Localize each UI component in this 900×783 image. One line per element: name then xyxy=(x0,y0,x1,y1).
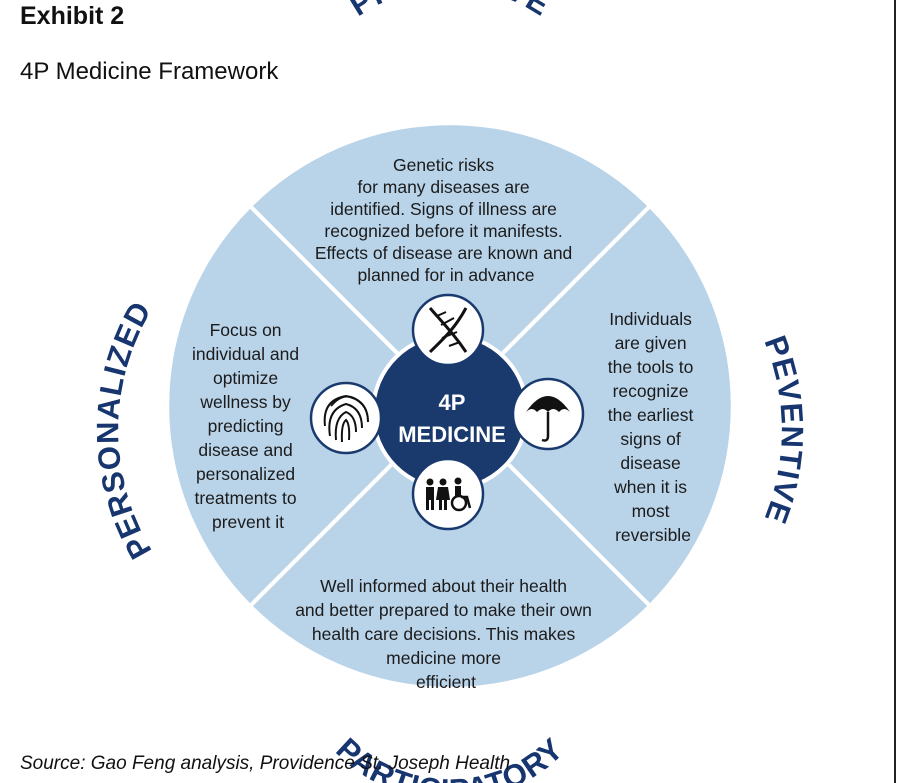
participatory-line: efficient xyxy=(416,672,476,692)
exhibit-label: Exhibit 2 xyxy=(20,2,125,30)
participatory-line: medicine more xyxy=(386,648,501,668)
center-label-line2: MEDICINE xyxy=(398,422,506,447)
predictive-line: recognized before it manifests. xyxy=(324,221,562,241)
preventive-line: when it is xyxy=(613,477,687,497)
preventive-line: signs of xyxy=(620,429,680,449)
predictive-line: planned for in advance xyxy=(357,265,534,285)
fingerprint-icon xyxy=(309,381,383,455)
segment-preventive xyxy=(447,203,735,609)
preventive-line: are given xyxy=(615,333,687,353)
personalized-line: personalized xyxy=(196,464,295,484)
personalized-line: optimize xyxy=(213,368,278,388)
dna-icon xyxy=(411,293,485,367)
preventive-line: the earliest xyxy=(608,405,694,425)
preventive-line: the tools to xyxy=(608,357,694,377)
personalized-line: predicting xyxy=(208,416,284,436)
personalized-line: Focus on xyxy=(210,320,282,340)
personalized-label: PERSONALIZED xyxy=(90,295,158,565)
center-label-line1: 4P xyxy=(439,390,466,415)
personalized-line: wellness by xyxy=(199,392,291,412)
personalized-description: Focus on individual and optimize wellnes… xyxy=(192,320,304,532)
predictive-line: Effects of disease are known and xyxy=(315,243,572,263)
umbrella-icon xyxy=(511,377,585,451)
segment-predictive xyxy=(247,121,653,409)
people-icon xyxy=(411,457,485,531)
personalized-line: individual and xyxy=(192,344,299,364)
figure-title: 4P Medicine Framework xyxy=(20,58,279,85)
segment-personalized xyxy=(165,203,453,609)
preventive-line: Individuals xyxy=(609,309,692,329)
predictive-label: PREDICTIVE xyxy=(343,0,557,23)
personalized-line: prevent it xyxy=(212,512,284,532)
preventive-line: most xyxy=(632,501,670,521)
predictive-description: Genetic risks for many diseases are iden… xyxy=(315,155,577,285)
preventive-line: disease xyxy=(620,453,680,473)
preventive-description: Individuals are given the tools to recog… xyxy=(608,309,699,545)
segment-participatory xyxy=(247,403,653,691)
source-note: Source: Gao Feng analysis, Providence St… xyxy=(20,753,511,774)
preventive-line: recognize xyxy=(613,381,689,401)
preventive-label: PEVENTIVE xyxy=(758,331,810,529)
participatory-line: health care decisions. This makes xyxy=(312,624,576,644)
personalized-line: disease and xyxy=(198,440,292,460)
participatory-line: and better prepared to make their own xyxy=(295,600,592,620)
preventive-line: reversible xyxy=(615,525,691,545)
predictive-line: for many diseases are xyxy=(357,177,529,197)
predictive-line: Genetic risks xyxy=(393,155,494,175)
personalized-line: treatments to xyxy=(194,488,296,508)
participatory-line: Well informed about their health xyxy=(320,576,567,596)
participatory-description: Well informed about their health and bet… xyxy=(295,576,597,692)
predictive-line: identified. Signs of illness are xyxy=(330,199,557,219)
right-border xyxy=(894,0,896,783)
